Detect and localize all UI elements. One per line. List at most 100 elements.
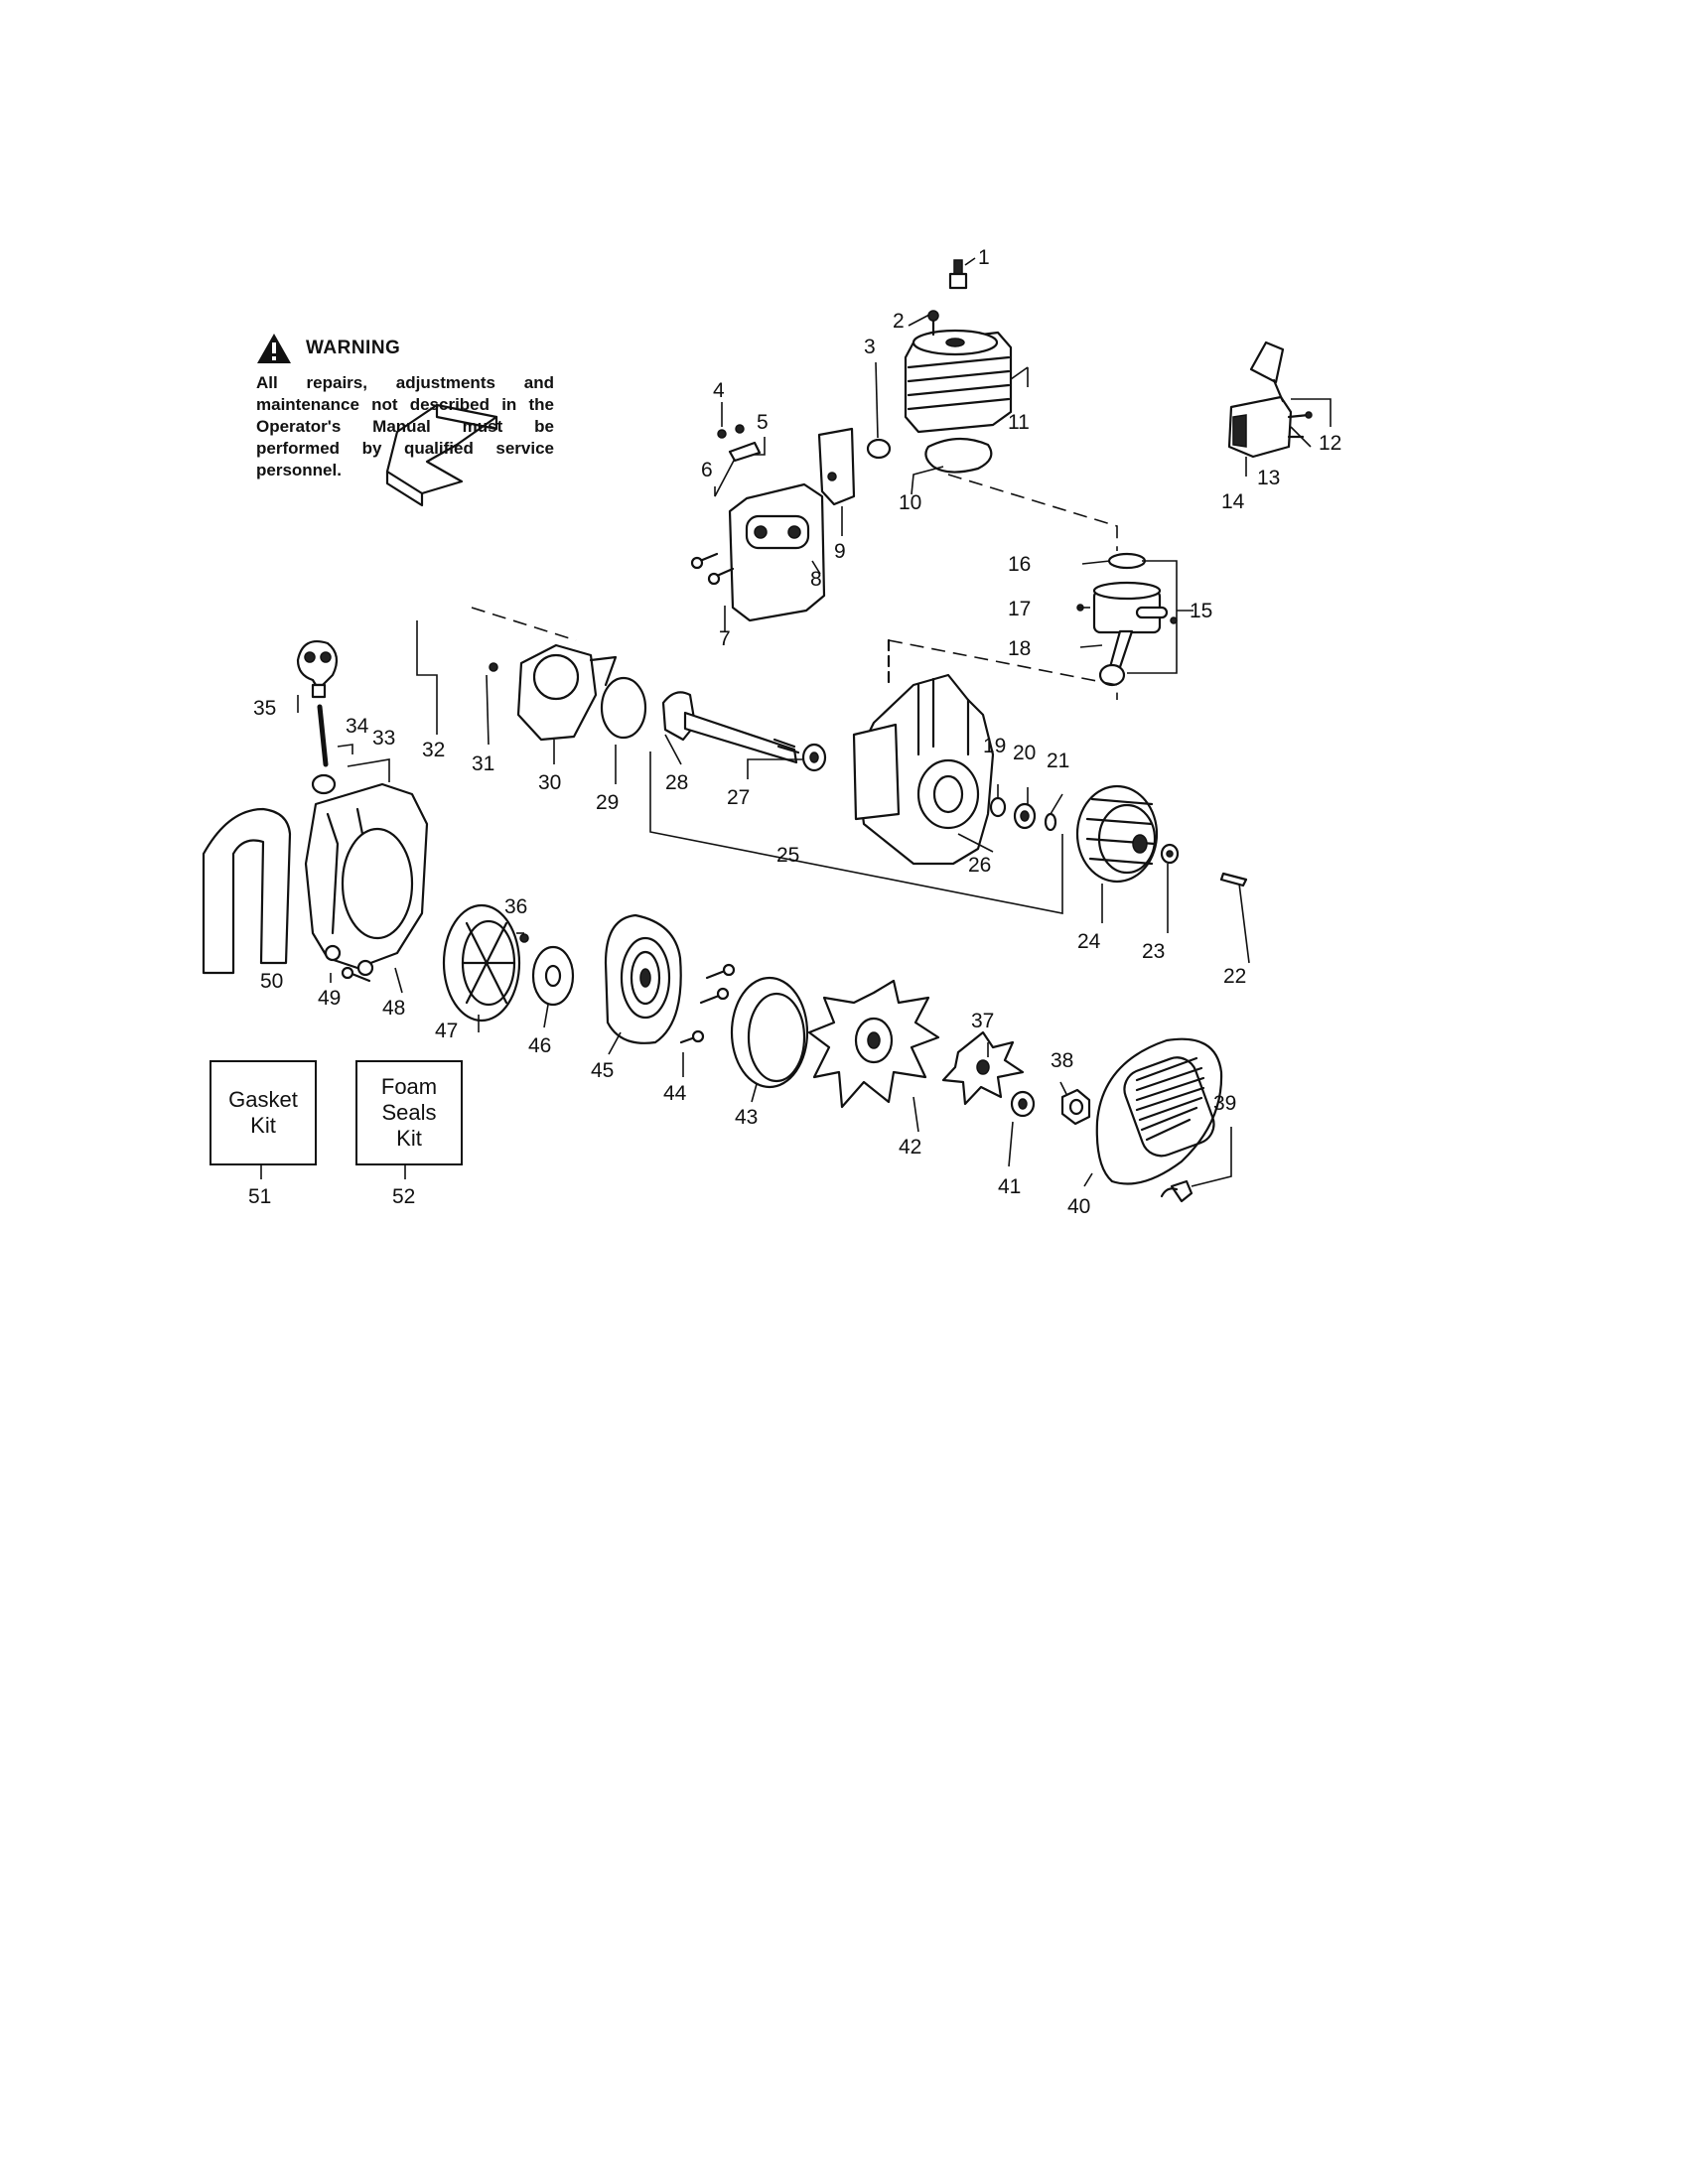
part-washer-46 (531, 945, 575, 1007)
part-fuel-line-34 (317, 704, 329, 767)
callout-26: 26 (968, 854, 991, 877)
part-carburetor (516, 643, 618, 742)
callout-12: 12 (1319, 432, 1341, 455)
callout-27: 27 (727, 786, 750, 809)
foam-seals-kit-box: Foam Seals Kit (355, 1060, 463, 1165)
part-shield-9 (817, 427, 856, 506)
callout-47: 47 (435, 1020, 458, 1042)
part-crankshaft (661, 691, 800, 764)
callout-37: 37 (971, 1010, 994, 1032)
callout-9: 9 (834, 540, 846, 563)
callout-32: 32 (422, 739, 445, 761)
callout-42: 42 (899, 1136, 921, 1159)
callout-28: 28 (665, 771, 688, 794)
callout-34: 34 (346, 715, 369, 738)
gasket-kit-label: Gasket Kit (228, 1087, 298, 1138)
callout-38: 38 (1051, 1049, 1073, 1072)
part-ring-43 (730, 976, 809, 1089)
callout-10: 10 (899, 491, 921, 514)
part-grommet-33 (311, 773, 337, 795)
assembly-lines (471, 474, 1118, 700)
part-screw-31 (489, 662, 498, 672)
part-gasket-29 (600, 676, 647, 740)
part-ignition-module (1227, 341, 1313, 459)
callout-7: 7 (719, 627, 731, 650)
callout-44: 44 (663, 1082, 687, 1105)
callout-16: 16 (1008, 553, 1031, 576)
callout-30: 30 (538, 771, 561, 794)
gasket-kit-box: Gasket Kit (210, 1060, 317, 1165)
part-screw-4 (717, 429, 727, 439)
callout-15: 15 (1190, 600, 1212, 622)
warning-title: WARNING (306, 338, 401, 358)
callout-24: 24 (1077, 930, 1101, 953)
part-muffler (728, 482, 826, 622)
callout-4: 4 (713, 379, 725, 402)
callout-43: 43 (735, 1106, 758, 1129)
part-piston (1076, 552, 1178, 687)
part-spark-plug (948, 259, 968, 290)
callout-11: 11 (1008, 411, 1030, 434)
part-plug-3 (866, 438, 892, 460)
callout-29: 29 (596, 791, 619, 814)
warning-header: WARNING (256, 333, 554, 364)
part-bracket-6 (728, 441, 762, 463)
callout-36: 36 (504, 895, 527, 918)
callout-20: 20 (1013, 742, 1036, 764)
callout-31: 31 (472, 752, 494, 775)
callout-52: 52 (392, 1185, 415, 1208)
part-seal-19 (989, 796, 1007, 818)
part-clip-39 (1160, 1179, 1193, 1203)
callout-23: 23 (1142, 940, 1165, 963)
part-cylinder (904, 329, 1013, 434)
callout-8: 8 (810, 568, 822, 591)
callout-48: 48 (382, 997, 405, 1020)
callout-14: 14 (1221, 490, 1245, 513)
callout-40: 40 (1067, 1195, 1090, 1218)
part-bearing-20 (1013, 802, 1037, 830)
part-blower-cover (1095, 1037, 1223, 1185)
part-gasket-10 (924, 437, 993, 474)
callout-22: 22 (1223, 965, 1246, 988)
part-seal-27 (801, 743, 827, 772)
part-screw-5 (735, 424, 745, 434)
foam-seals-kit-label: Foam Seals Kit (380, 1074, 438, 1151)
callout-18: 18 (1008, 637, 1031, 660)
leader-lines (260, 257, 1332, 1187)
callout-19: 19 (983, 735, 1006, 757)
part-washer-41 (1010, 1090, 1036, 1118)
callout-35: 35 (253, 697, 276, 720)
part-nut-38 (1060, 1088, 1091, 1126)
callout-49: 49 (318, 987, 341, 1010)
callout-13: 13 (1257, 467, 1280, 489)
part-foam-seal-50 (202, 807, 292, 975)
part-spider-37 (941, 1030, 1025, 1106)
part-fuel-cap (296, 639, 339, 699)
part-washer-23 (1160, 843, 1180, 865)
part-flywheel (1075, 784, 1159, 884)
callout-50: 50 (260, 970, 283, 993)
part-screw-36 (519, 933, 529, 943)
part-starter-housing (604, 913, 682, 1044)
callout-5: 5 (757, 411, 769, 434)
warning-notice: WARNING All repairs, adjustments and mai… (256, 333, 554, 481)
callout-39: 39 (1213, 1092, 1236, 1115)
callout-46: 46 (528, 1034, 551, 1057)
part-fuel-tank-housing (304, 782, 429, 977)
part-crankcase (852, 673, 995, 866)
part-impeller (807, 979, 940, 1109)
callout-1: 1 (978, 246, 990, 269)
warning-text: All repairs, adjustments and maintenance… (256, 373, 554, 479)
callout-6: 6 (701, 459, 713, 481)
callout-25: 25 (776, 844, 799, 867)
callout-3: 3 (864, 336, 876, 358)
warning-icon (257, 334, 291, 363)
callout-21: 21 (1047, 750, 1069, 772)
part-ring-21 (1044, 812, 1057, 832)
part-key-22 (1219, 872, 1248, 887)
part-screws-44 (679, 963, 736, 1044)
callout-51: 51 (248, 1185, 271, 1208)
part-starter-pulley (442, 903, 521, 1023)
callout-17: 17 (1008, 598, 1031, 620)
